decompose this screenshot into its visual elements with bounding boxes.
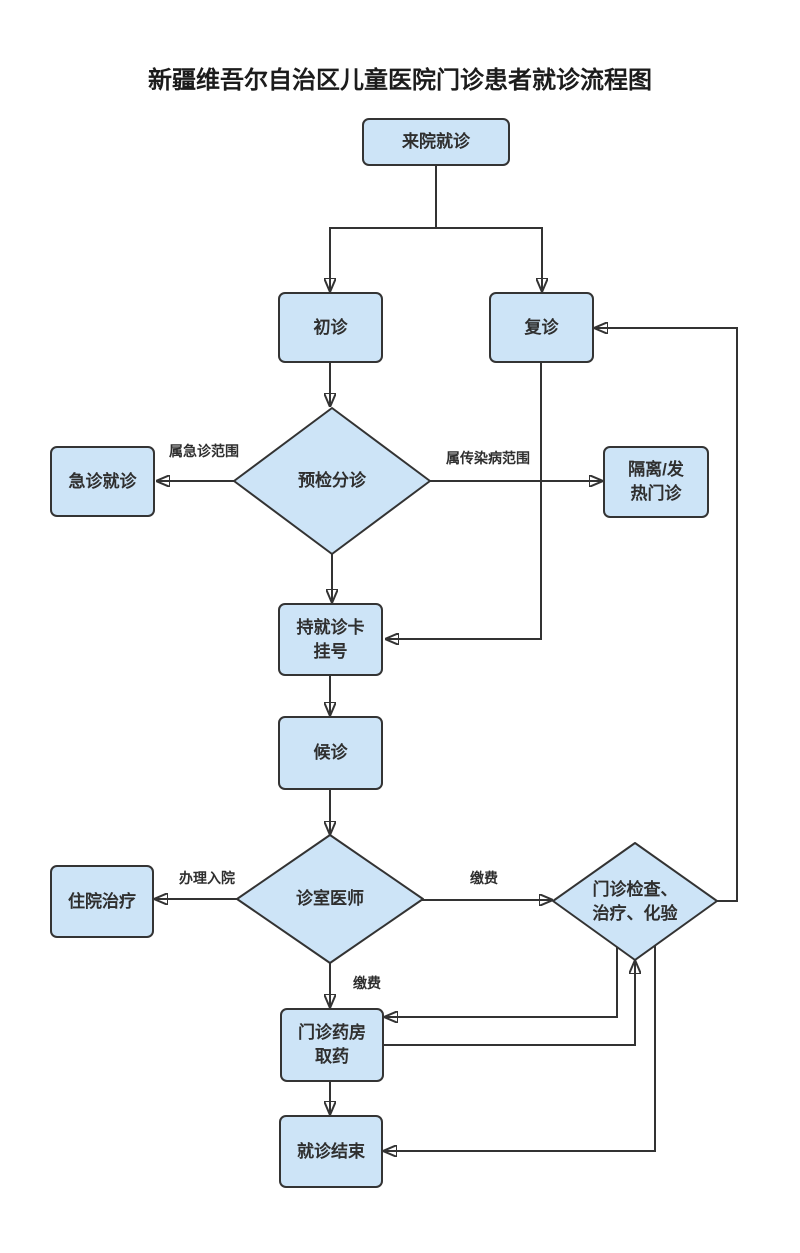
edge-pharmacy-tests — [382, 962, 635, 1046]
node-first-visit-label: 初诊 — [313, 317, 348, 337]
edge-return-register — [387, 363, 542, 639]
node-pharmacy: 门诊药房 取药 — [280, 1008, 384, 1082]
node-return-visit: 复诊 — [489, 292, 594, 363]
node-doctor: 诊室医师 — [237, 835, 423, 963]
node-register-label: 持就诊卡 挂号 — [296, 617, 365, 661]
node-triage: 预检分诊 — [234, 408, 430, 554]
page-title: 新疆维吾尔自治区儿童医院门诊患者就诊流程图 — [148, 67, 652, 94]
node-isolation-fever: 隔离/发 热门诊 — [603, 446, 709, 518]
node-isolation-fever-label: 隔离/发 热门诊 — [628, 460, 684, 503]
node-return-visit-label: 复诊 — [524, 317, 559, 337]
edge-label-emergency-scope: 属急诊范围 — [169, 443, 239, 459]
node-hospitalization-label: 住院治疗 — [68, 891, 136, 911]
tests-diamond-shape — [552, 842, 718, 961]
node-emergency-label: 急诊就诊 — [68, 471, 137, 491]
node-register: 持就诊卡 挂号 — [278, 603, 383, 676]
node-hospitalization: 住院治疗 — [50, 865, 154, 938]
node-arrive-label: 来院就诊 — [402, 132, 470, 152]
node-pharmacy-label: 门诊药房 取药 — [298, 1023, 366, 1066]
edge-label-pay-pharmacy: 缴费 — [353, 975, 381, 991]
edge-label-infectious-scope: 属传染病范围 — [446, 450, 530, 466]
triage-diamond-shape — [233, 407, 431, 555]
doctor-diamond-shape — [236, 834, 424, 964]
node-waiting-label: 候诊 — [313, 743, 348, 763]
edge-label-admission: 办理入院 — [179, 870, 235, 886]
edge-tests-pharmacy — [386, 946, 618, 1017]
node-first-visit: 初诊 — [278, 292, 383, 363]
node-outpatient-tests-label: 门诊检查、 治疗、化验 — [592, 879, 678, 923]
edge-tests-end — [385, 943, 656, 1151]
node-end: 就诊结束 — [279, 1115, 383, 1188]
node-end-label: 就诊结束 — [297, 1141, 365, 1161]
node-triage-label: 预检分诊 — [298, 471, 366, 491]
edge-tests-return — [596, 328, 738, 902]
node-waiting: 候诊 — [278, 716, 383, 790]
node-arrive: 来院就诊 — [362, 118, 510, 166]
node-doctor-label: 诊室医师 — [296, 889, 364, 909]
edge-label-pay-tests: 缴费 — [470, 870, 498, 886]
node-emergency: 急诊就诊 — [50, 446, 155, 517]
node-outpatient-tests: 门诊检查、 治疗、化验 — [553, 843, 717, 960]
